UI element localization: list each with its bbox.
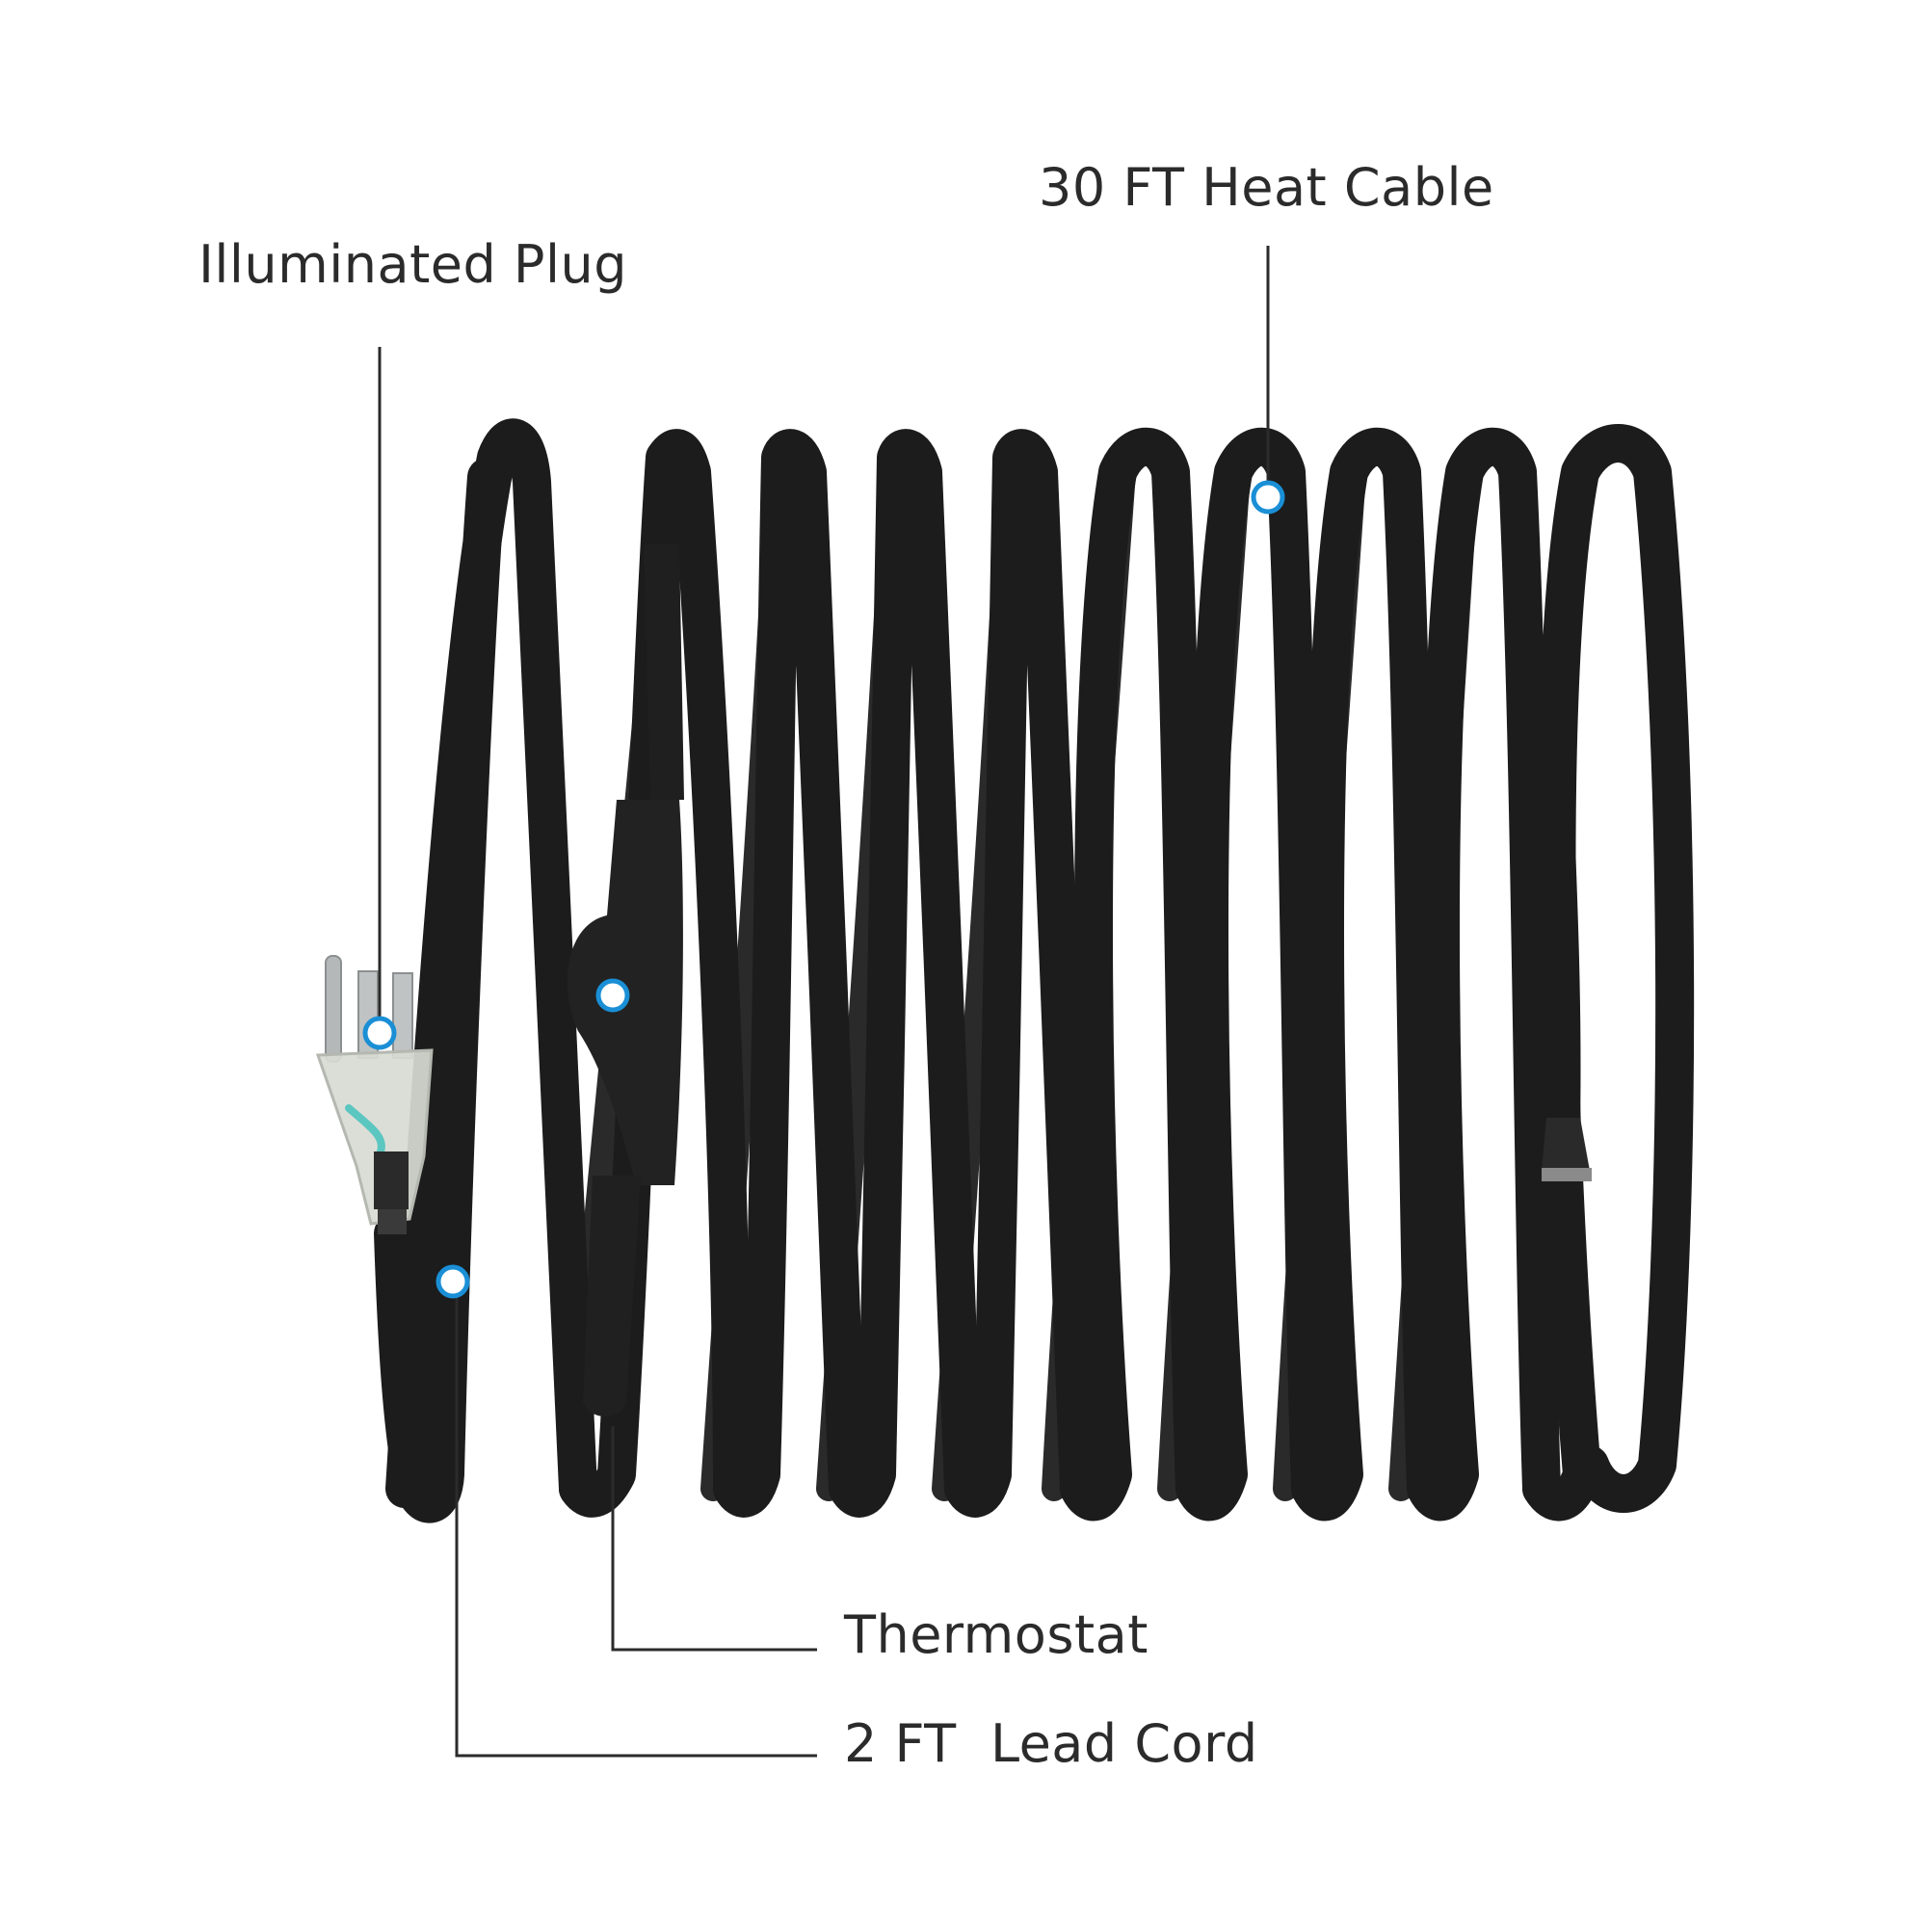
coil-loop-6 (1060, 427, 1214, 1522)
leader-lines (378, 246, 1270, 1758)
thermostat-label: Thermostat (844, 1604, 1148, 1665)
coil-loop-7 (1175, 427, 1330, 1522)
coil-loop-4 (829, 429, 983, 1518)
lead-cord (374, 458, 506, 1523)
coil-loop-10 (1522, 424, 1695, 1522)
coil-loop-9 (1407, 427, 1561, 1522)
coil-loop-1 (385, 418, 597, 1508)
lead-cord-label: 2 FT Lead Cord (844, 1713, 1258, 1774)
cable-end-cap (1542, 1118, 1592, 1181)
callout-markers (362, 480, 1285, 1299)
end-cap-body (1542, 1118, 1590, 1171)
thermostat-lower-sleeve (583, 1176, 641, 1416)
coil-loop-3 (713, 429, 867, 1518)
plug-ground-pin (325, 955, 342, 1063)
plug-prong-right (392, 972, 413, 1059)
plug-wire-accent (345, 1104, 385, 1155)
thermostat-leader-line (611, 1426, 817, 1652)
illuminated-plug-label: Illuminated Plug (198, 234, 627, 295)
coil-loop-8 (1291, 427, 1445, 1522)
callout-dot-icon (1251, 480, 1285, 515)
callout-dot-icon (362, 1016, 397, 1050)
heat-cable-label: 30 FT Heat Cable (1039, 157, 1494, 218)
plug-cord-core (374, 1151, 409, 1209)
plug-strain-relief (378, 1209, 407, 1234)
end-cap-tip (1542, 1168, 1592, 1181)
thermostat-upper-sleeve (644, 544, 684, 800)
callout-dot-icon (595, 978, 630, 1013)
illuminated-plug-icon (315, 955, 434, 1234)
cable-tail (1534, 752, 1581, 1147)
lead-cord-leader-line (455, 1282, 817, 1758)
coil-loop-5 (944, 429, 1098, 1518)
callout-dot-icon (436, 1264, 470, 1299)
lead-cord-strand (374, 458, 506, 1523)
